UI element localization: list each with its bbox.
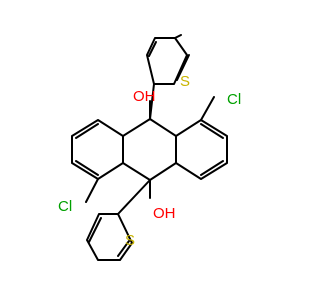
s-bottom-label: S bbox=[125, 232, 135, 249]
s-top-label: S bbox=[180, 73, 190, 90]
atom-labels: OH OH Cl Cl S S bbox=[58, 73, 241, 249]
anthracene-core bbox=[71, 118, 228, 181]
oh-top-label: OH bbox=[133, 88, 156, 105]
cl-bottom-label: Cl bbox=[58, 198, 72, 215]
bond-skeleton bbox=[71, 34, 228, 261]
substituent-bonds bbox=[85, 83, 215, 215]
lower-thiophene-ring bbox=[86, 213, 133, 261]
upper-thiophene-ring bbox=[146, 34, 190, 85]
structure-canvas: OH OH Cl Cl S S bbox=[58, 34, 241, 261]
cl-top-label: Cl bbox=[227, 91, 241, 108]
molecule-structure: OH OH Cl Cl S S bbox=[58, 34, 241, 261]
oh-bottom-label: OH bbox=[153, 205, 176, 222]
